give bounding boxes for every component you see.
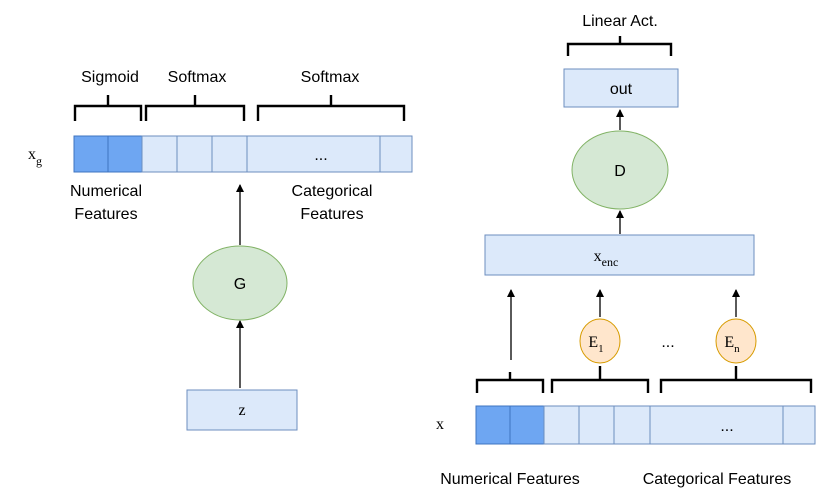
generator-node (192, 245, 288, 321)
categorical-cell (211, 135, 248, 173)
numerical-bracket (475, 372, 545, 393)
softmax-bracket-1 (144, 95, 246, 121)
vector-ellipsis: ... (720, 418, 733, 435)
generator-diagram: Sigmoid Softmax Softmax xg ... Numerical… (28, 69, 413, 431)
discriminator-diagram: Linear Act. out D xenc E1 ... En x (436, 13, 816, 488)
x-enc-label: xenc (594, 248, 619, 269)
embedding-node-1 (579, 318, 621, 364)
categorical-ellipsis-cell (649, 405, 784, 445)
categorical-cell (379, 135, 413, 173)
embedding-node-n-label: En (724, 334, 740, 355)
categorical-ellipsis-cell (246, 135, 381, 173)
categorical-cell (613, 405, 651, 445)
embedding-ellipsis: ... (661, 334, 674, 351)
categorical-features-label: Categorical Features (643, 471, 792, 488)
numerical-features-label: Numerical Features (440, 471, 580, 488)
categorical-cell (578, 405, 615, 445)
numerical-cell (107, 135, 143, 173)
categorical-cell (176, 135, 213, 173)
x-label: x (436, 416, 444, 433)
categorical-cell (141, 135, 178, 173)
numerical-features-label-line1: Numerical (70, 183, 142, 200)
categorical-features-label-line1: Categorical (292, 183, 373, 200)
embedding-node-n (715, 318, 757, 364)
categorical-features-label-line2: Features (300, 206, 363, 223)
generator-node-label: G (234, 276, 246, 293)
x-g-vector: ... (73, 135, 413, 173)
embedding-node-1-label: E1 (588, 334, 603, 355)
output-bracket (566, 36, 673, 56)
x-vector: ... (475, 405, 816, 445)
softmax-label-1: Softmax (168, 69, 227, 86)
discriminator-node (571, 130, 669, 210)
categorical-cell (782, 405, 816, 445)
x-g-label: xg (28, 146, 42, 168)
sigmoid-bracket (73, 95, 143, 121)
linear-activation-label: Linear Act. (582, 13, 658, 30)
numerical-cell (475, 405, 511, 445)
numerical-cell (509, 405, 545, 445)
sigmoid-label: Sigmoid (81, 69, 139, 86)
categorical-bracket-1 (550, 366, 650, 393)
softmax-label-2: Softmax (301, 69, 360, 86)
output-box-label: out (610, 81, 633, 98)
z-input-box (186, 389, 298, 431)
numerical-features-label-line2: Features (74, 206, 137, 223)
output-box (563, 68, 679, 108)
numerical-cell (73, 135, 109, 173)
x-enc-box (484, 234, 755, 276)
discriminator-node-label: D (614, 163, 626, 180)
softmax-bracket-2 (256, 95, 406, 121)
categorical-cell (543, 405, 580, 445)
z-input-label: z (238, 402, 245, 419)
categorical-bracket-2 (659, 366, 813, 393)
vector-ellipsis: ... (314, 147, 327, 164)
